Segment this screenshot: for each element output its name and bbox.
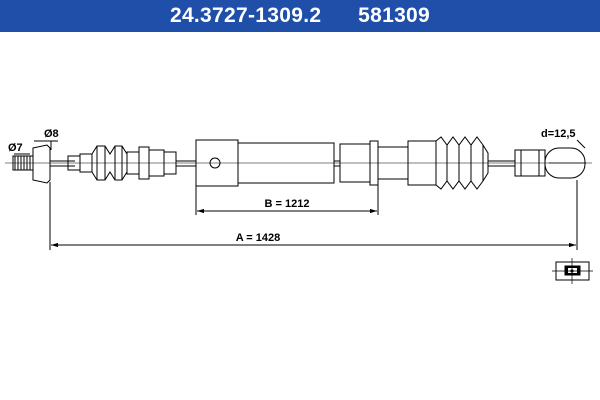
- label-d7: Ø7: [8, 142, 23, 154]
- label-d8: Ø8: [44, 128, 59, 140]
- title-bar: 24.3727-1309.2 581309: [0, 0, 600, 32]
- label-eye-diameter: d=12,5: [541, 128, 576, 140]
- label-length-a: A = 1428: [236, 232, 281, 244]
- end-view-symbol: [552, 258, 593, 284]
- part-number: 24.3727-1309.2: [169, 4, 322, 27]
- leader-eye: [576, 139, 586, 149]
- reference-number: 581309: [358, 4, 431, 27]
- label-length-b: B = 1212: [265, 198, 310, 210]
